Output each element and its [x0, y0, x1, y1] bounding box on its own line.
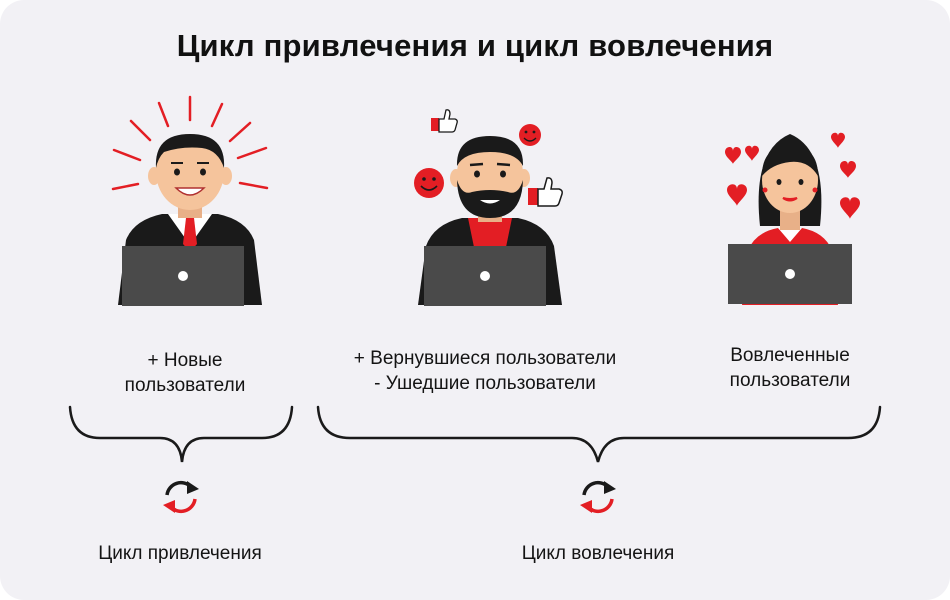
refresh-cycle-icon: [580, 480, 616, 514]
new-users-line: пользователи: [124, 375, 246, 396]
acquisition-brace: [68, 405, 294, 463]
thumbs-up-icon: [431, 109, 458, 133]
new-users-line: + Новые: [147, 350, 223, 371]
churned-users-line: - Ушедшие пользователи: [374, 373, 596, 394]
excitement-rays-icon: [111, 95, 269, 191]
persona-returning-user: [414, 109, 563, 306]
new-users-label: + Новые пользователи: [90, 348, 280, 398]
thumbs-up-icon: [528, 177, 563, 207]
engagement-brace: [316, 405, 882, 463]
persona-engaged-user: [725, 132, 860, 305]
engaged-users-label: Вовлеченные пользователи: [695, 343, 885, 393]
heart-icon: [725, 132, 860, 219]
engaged-users-line: пользователи: [729, 370, 851, 391]
acquisition-cycle-label: Цикл привлечения: [98, 543, 262, 564]
persona-new-user: [111, 95, 269, 306]
diagram-title: Цикл привлечения и цикл вовлечения: [176, 28, 774, 63]
smiley-icon: [414, 168, 444, 198]
engaged-users-line: Вовлеченные: [730, 345, 850, 366]
returning-users-line: + Вернувшиеся пользователи: [353, 348, 617, 369]
engagement-cycle-label: Цикл вовлечения: [521, 543, 675, 564]
smiley-icon: [519, 124, 541, 146]
returning-users-label: + Вернувшиеся пользователи - Ушедшие пол…: [320, 346, 650, 396]
refresh-cycle-icon: [163, 480, 199, 514]
